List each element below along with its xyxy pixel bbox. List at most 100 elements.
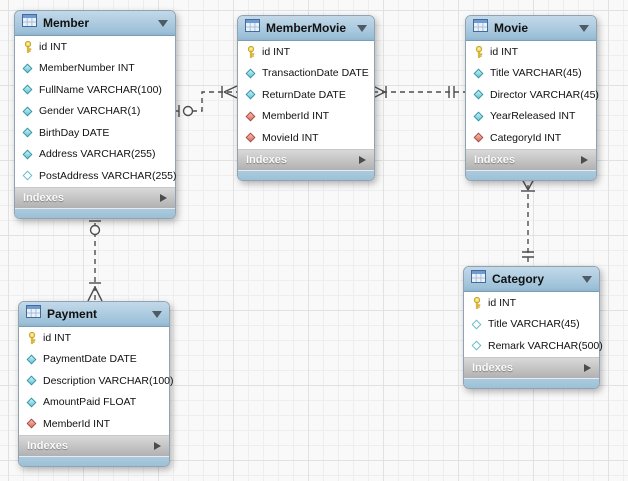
column-row[interactable]: YearReleased INT (466, 106, 596, 128)
expand-arrow-icon[interactable] (584, 363, 591, 372)
column-label: PaymentDate DATE (43, 353, 137, 366)
table-header[interactable]: MemberMovie (238, 16, 374, 41)
column-row[interactable]: id INT (238, 41, 374, 63)
column-row[interactable]: PaymentDate DATE (19, 349, 169, 371)
column-icon (25, 375, 38, 386)
column-label: id INT (43, 331, 72, 344)
column-list: id INT MemberNumber INT FullName VARCHAR(1… (15, 36, 177, 187)
column-row[interactable]: MovieId INT (238, 127, 374, 149)
primary-key-icon (244, 45, 257, 58)
column-label: Remark VARCHAR(500) (488, 339, 603, 352)
column-label: ReturnDate DATE (262, 88, 346, 101)
column-label: id INT (39, 40, 68, 53)
indexes-bar[interactable]: Indexes (464, 356, 599, 378)
table-Category[interactable]: Category id INT Title VARCHAR(45) Remark VA… (463, 266, 603, 389)
column-label: Address VARCHAR(255) (39, 148, 156, 161)
column-icon (25, 354, 38, 365)
column-icon (472, 68, 485, 79)
column-label: Gender VARCHAR(1) (39, 105, 141, 118)
column-row[interactable]: Title VARCHAR(45) (464, 314, 599, 336)
collapse-triangle-icon[interactable] (582, 275, 592, 283)
column-row[interactable]: Director VARCHAR(45) (466, 84, 599, 106)
indexes-bar[interactable]: Indexes (466, 148, 596, 170)
column-icon (472, 89, 485, 100)
table-header[interactable]: Member (15, 11, 175, 36)
indexes-bar[interactable]: Indexes (19, 434, 169, 456)
column-row[interactable]: CategoryId INT (466, 127, 596, 149)
expand-arrow-icon[interactable] (154, 441, 161, 450)
column-label: AmountPaid FLOAT (43, 396, 137, 409)
column-icon (25, 397, 38, 408)
expand-arrow-icon[interactable] (581, 155, 588, 164)
column-list: id INT Title VARCHAR(45) Director VARCHAR(… (466, 41, 599, 149)
column-label: Director VARCHAR(45) (490, 88, 599, 101)
column-icon (21, 106, 34, 117)
table-icon (245, 19, 260, 37)
column-row[interactable]: Description VARCHAR(100) (19, 370, 174, 392)
collapse-triangle-icon[interactable] (357, 24, 367, 32)
table-MemberMovie[interactable]: MemberMovie id INT TransactionDate DATE Ret… (237, 15, 375, 181)
primary-key-icon (470, 296, 483, 309)
table-footer-strip (19, 455, 169, 466)
column-row[interactable]: Address VARCHAR(255) (15, 144, 175, 166)
column-label: MemberNumber INT (39, 62, 135, 75)
table-Payment[interactable]: Payment id INT PaymentDate DATE Description… (18, 301, 174, 467)
table-footer-strip (238, 169, 374, 180)
column-label: id INT (490, 45, 519, 58)
table-Movie[interactable]: Movie id INT Title VARCHAR(45) Director VAR… (465, 15, 599, 181)
connector-member-payment[interactable] (87, 214, 103, 302)
column-icon (21, 84, 34, 95)
column-row[interactable]: Gender VARCHAR(1) (15, 101, 175, 123)
column-row[interactable]: MemberId INT (238, 106, 374, 128)
table-title: Category (492, 272, 545, 286)
table-Member[interactable]: Member id INT MemberNumber INT FullName VAR… (14, 10, 177, 219)
table-header[interactable]: Movie (466, 16, 596, 41)
column-label: Title VARCHAR(45) (488, 318, 580, 331)
indexes-label: Indexes (246, 153, 287, 166)
nullable-column-icon (470, 319, 483, 330)
collapse-triangle-icon[interactable] (152, 310, 162, 318)
column-row[interactable]: id INT (464, 292, 599, 314)
column-row[interactable]: ReturnDate DATE (238, 84, 374, 106)
column-label: Title VARCHAR(45) (490, 67, 582, 80)
column-row[interactable]: MemberId INT (19, 413, 169, 435)
expand-arrow-icon[interactable] (359, 155, 366, 164)
table-header[interactable]: Payment (19, 302, 169, 327)
connector-movie-membermovie[interactable] (372, 85, 465, 99)
column-row[interactable]: FullName VARCHAR(100) (15, 79, 175, 101)
primary-key-icon (21, 40, 34, 53)
connector-category-movie[interactable] (520, 176, 536, 266)
column-list: id INT PaymentDate DATE Description VARCHA… (19, 327, 174, 435)
collapse-triangle-icon[interactable] (579, 24, 589, 32)
column-row[interactable]: AmountPaid FLOAT (19, 392, 169, 414)
indexes-label: Indexes (472, 361, 513, 374)
table-title: Member (43, 16, 90, 30)
column-row[interactable]: MemberNumber INT (15, 58, 175, 80)
table-icon (22, 14, 37, 32)
expand-arrow-icon[interactable] (160, 193, 167, 202)
column-label: MovieId INT (262, 131, 319, 144)
column-row[interactable]: Remark VARCHAR(500) (464, 335, 603, 357)
table-icon (26, 305, 41, 323)
collapse-triangle-icon[interactable] (158, 19, 168, 27)
indexes-bar[interactable]: Indexes (15, 186, 175, 208)
column-row[interactable]: PostAddress VARCHAR(255) (15, 165, 177, 187)
column-icon (21, 149, 34, 160)
table-footer-strip (15, 207, 175, 218)
column-row[interactable]: TransactionDate DATE (238, 63, 374, 85)
indexes-bar[interactable]: Indexes (238, 148, 374, 170)
column-row[interactable]: Title VARCHAR(45) (466, 63, 596, 85)
column-row[interactable]: BirthDay DATE (15, 122, 175, 144)
column-row[interactable]: id INT (19, 327, 169, 349)
column-label: MemberId INT (262, 110, 330, 123)
column-label: id INT (262, 45, 291, 58)
table-header[interactable]: Category (464, 267, 599, 292)
nullable-column-icon (470, 340, 483, 351)
column-icon (244, 89, 257, 100)
column-row[interactable]: id INT (466, 41, 596, 63)
column-label: TransactionDate DATE (262, 67, 369, 80)
column-list: id INT TransactionDate DATE ReturnDate DAT… (238, 41, 374, 149)
column-row[interactable]: id INT (15, 36, 175, 58)
table-title: Payment (47, 307, 98, 321)
connector-member-membermovie[interactable] (174, 85, 238, 117)
